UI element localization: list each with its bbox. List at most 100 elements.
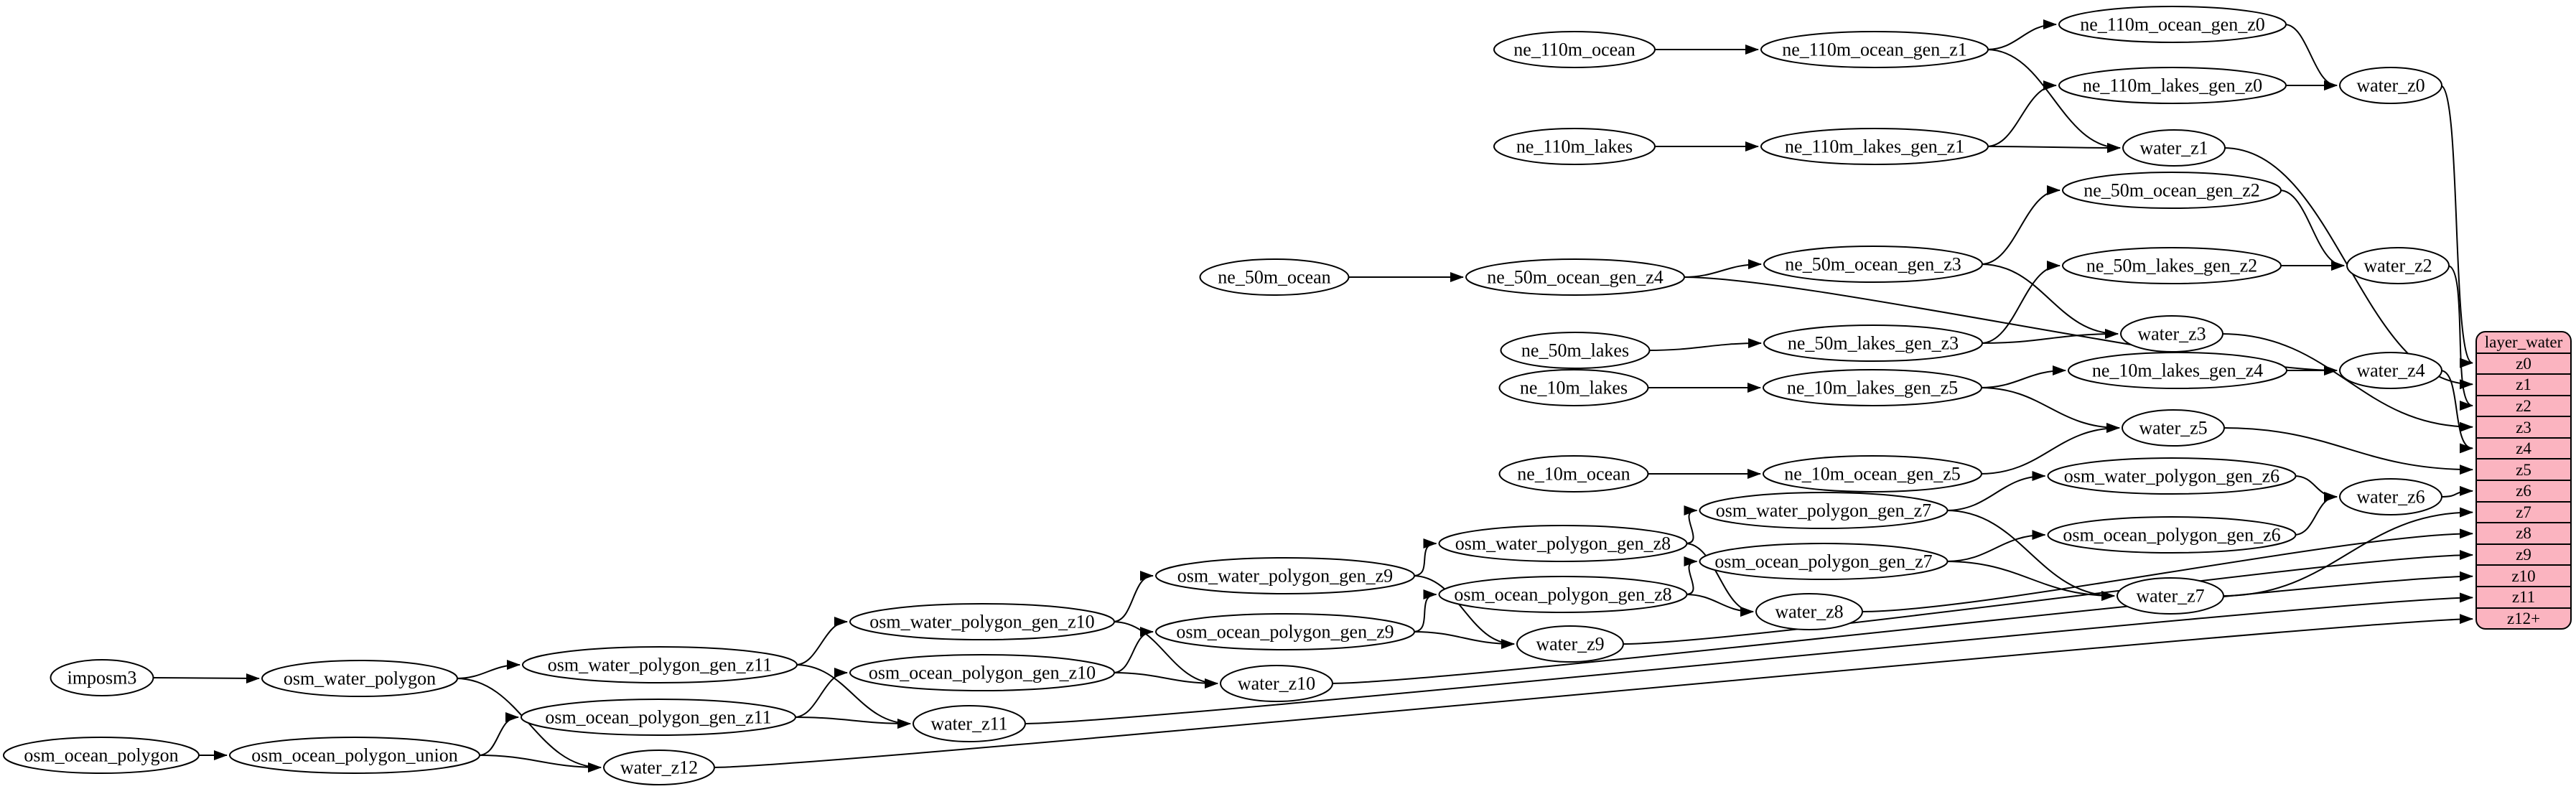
edge-osm_ocean_polygon_gen_z7-to-osm_ocean_polygon_gen_z6 — [1946, 530, 2046, 562]
edge-osm_ocean_polygon_gen_z8-to-osm_ocean_polygon_gen_z7 — [1684, 556, 1698, 595]
node-ellipse-imposm3 — [50, 659, 154, 696]
node-ellipse-ne_110m_ocean_gen_z0 — [2058, 6, 2287, 43]
node-ellipse-osm_ocean_polygon_gen_z8 — [1438, 576, 1688, 613]
node-label-osm_ocean_polygon_union: osm_ocean_polygon_union — [251, 745, 457, 766]
node-label-ne_10m_ocean: ne_10m_ocean — [1517, 464, 1630, 485]
node-label-ne_50m_lakes: ne_50m_lakes — [1521, 340, 1629, 361]
node-label-water_z4: water_z4 — [2356, 360, 2425, 381]
node-ellipse-osm_water_polygon_gen_z11 — [522, 646, 798, 683]
layer-water-table-title: layer_water — [2484, 333, 2563, 352]
edge-osm_water_polygon_gen_z11-to-water_z11 — [795, 664, 911, 729]
layer-water-row-z12-plus: z12+ — [2477, 607, 2570, 628]
node-ellipse-water_z2 — [2346, 247, 2450, 284]
node-ellipse-ne_10m_lakes — [1498, 369, 1649, 406]
edge-ne_110m_ocean_gen_z1-to-ne_110m_ocean_gen_z0 — [1986, 19, 2057, 50]
edge-water_z9-to-layer-water-z9 — [1621, 550, 2473, 645]
node-water_z12: water_z12 — [603, 750, 715, 785]
node-ellipse-water_z1 — [2122, 129, 2226, 167]
edge-osm_water_polygon_gen_z6-to-water_z6 — [2294, 475, 2338, 502]
node-osm_ocean_polygon_gen_z8: osm_ocean_polygon_gen_z8 — [1438, 576, 1688, 613]
node-ne_110m_lakes_gen_z0: ne_110m_lakes_gen_z0 — [2058, 67, 2287, 104]
edge-osm_ocean_polygon_union-to-water_z12 — [477, 755, 602, 772]
edge-water_z11-to-layer-water-z11 — [1023, 592, 2473, 724]
node-osm_water_polygon_gen_z9: osm_water_polygon_gen_z9 — [1155, 557, 1415, 594]
node-osm_water_polygon: osm_water_polygon — [261, 660, 458, 697]
edge-water_z5-to-layer-water-z5 — [2222, 427, 2473, 475]
layer-water-row-z10: z10 — [2477, 564, 2570, 586]
layer-water-row-z11: z11 — [2477, 585, 2570, 607]
node-label-ne_10m_ocean_gen_z5: ne_10m_ocean_gen_z5 — [1784, 464, 1960, 485]
node-ellipse-ne_110m_lakes_gen_z1 — [1760, 128, 1989, 165]
edge-ne_110m_lakes_gen_z1-to-water_z1 — [1986, 142, 2121, 153]
node-ellipse-water_z5 — [2122, 409, 2225, 447]
edge-osm_water_polygon_gen_z7-to-water_z7 — [1946, 510, 2115, 601]
node-ne_10m_lakes_gen_z5: ne_10m_lakes_gen_z5 — [1763, 369, 1982, 406]
edge-osm_ocean_polygon_gen_z11-to-water_z11 — [793, 716, 911, 729]
node-label-osm_ocean_polygon_gen_z11: osm_ocean_polygon_gen_z11 — [545, 707, 771, 728]
edge-ne_50m_lakes_gen_z3-to-ne_50m_lakes_gen_z2 — [1980, 261, 2061, 344]
node-ellipse-ne_50m_lakes_gen_z3 — [1763, 325, 1983, 362]
edge-osm_water_polygon_gen_z9-to-osm_water_polygon_gen_z8 — [1412, 538, 1437, 576]
node-ellipse-osm_ocean_polygon — [3, 737, 200, 774]
node-label-water_z10: water_z10 — [1238, 673, 1315, 694]
node-ellipse-ne_110m_ocean — [1493, 31, 1656, 68]
node-label-water_z8: water_z8 — [1775, 602, 1843, 622]
node-water_z8: water_z8 — [1755, 593, 1863, 630]
edge-osm_water_polygon_gen_z11-to-osm_water_polygon_gen_z10 — [795, 617, 848, 666]
node-osm_ocean_polygon: osm_ocean_polygon — [3, 737, 200, 774]
node-water_z1: water_z1 — [2122, 129, 2226, 167]
node-ellipse-ne_50m_lakes — [1500, 332, 1651, 369]
layer-water-row-z2: z2 — [2477, 394, 2570, 416]
edge-water_z8-to-layer-water-z8 — [1860, 528, 2473, 612]
node-ellipse-osm_water_polygon_gen_z9 — [1155, 557, 1415, 594]
edge-ne_10m_lakes_gen_z5-to-water_z5 — [1979, 387, 2120, 433]
node-ellipse-water_z6 — [2339, 478, 2442, 515]
node-ellipse-ne_50m_lakes_gen_z2 — [2062, 247, 2282, 284]
node-water_z10: water_z10 — [1220, 665, 1333, 702]
node-ellipse-osm_water_polygon_gen_z6 — [2047, 457, 2297, 495]
node-label-water_z6: water_z6 — [2356, 487, 2425, 508]
edge-water_z10-to-layer-water-z10 — [1330, 571, 2473, 684]
node-ellipse-ne_10m_lakes_gen_z4 — [2068, 352, 2287, 389]
node-label-water_z0: water_z0 — [2356, 75, 2425, 96]
edge-osm_water_polygon_gen_z8-to-osm_water_polygon_gen_z7 — [1684, 505, 1698, 544]
edge-osm_water_polygon_gen_z9-to-water_z9 — [1412, 575, 1515, 649]
node-ne_10m_ocean_gen_z5: ne_10m_ocean_gen_z5 — [1763, 455, 1982, 492]
node-label-ne_110m_ocean_gen_z1: ne_110m_ocean_gen_z1 — [1782, 39, 1967, 60]
edge-osm_water_polygon_gen_z10-to-water_z10 — [1112, 621, 1218, 688]
node-label-ne_110m_lakes_gen_z1: ne_110m_lakes_gen_z1 — [1785, 136, 1964, 157]
node-label-ne_10m_lakes_gen_z5: ne_10m_lakes_gen_z5 — [1787, 378, 1958, 398]
node-ellipse-ne_110m_lakes_gen_z0 — [2058, 67, 2287, 104]
node-label-ne_10m_lakes: ne_10m_lakes — [1520, 378, 1628, 398]
edge-water_z7-to-layer-water-z7 — [2221, 507, 2473, 597]
node-ellipse-osm_ocean_polygon_gen_z6 — [2047, 516, 2297, 554]
node-label-water_z5: water_z5 — [2139, 418, 2207, 439]
layer-water-row-z4: z4 — [2477, 436, 2570, 459]
node-label-water_z2: water_z2 — [2363, 256, 2432, 276]
node-osm_ocean_polygon_gen_z11: osm_ocean_polygon_gen_z11 — [521, 699, 796, 736]
graph-nodes: ne_110m_ocean ne_110m_ocean_gen_z1 ne_110m… — [3, 6, 2450, 785]
edge-ne_110m_lakes_gen_z1-to-ne_110m_lakes_gen_z0 — [1986, 80, 2057, 147]
node-osm_water_polygon_gen_z10: osm_water_polygon_gen_z10 — [849, 603, 1115, 640]
node-label-ne_50m_lakes_gen_z2: ne_50m_lakes_gen_z2 — [2086, 256, 2257, 276]
node-water_z9: water_z9 — [1516, 625, 1624, 663]
node-label-osm_water_polygon_gen_z11: osm_water_polygon_gen_z11 — [548, 655, 772, 676]
node-ellipse-ne_10m_ocean_gen_z5 — [1763, 455, 1982, 492]
node-osm_ocean_polygon_gen_z9: osm_ocean_polygon_gen_z9 — [1155, 613, 1415, 650]
node-osm_water_polygon_gen_z7: osm_water_polygon_gen_z7 — [1699, 492, 1949, 529]
node-ellipse-water_z3 — [2120, 315, 2223, 353]
layer-water-row-z1: z1 — [2477, 373, 2570, 395]
node-ellipse-ne_50m_ocean_gen_z3 — [1763, 246, 1983, 283]
node-label-osm_ocean_polygon: osm_ocean_polygon — [24, 745, 178, 766]
node-ne_110m_ocean: ne_110m_ocean — [1493, 31, 1656, 68]
node-ne_110m_lakes_gen_z1: ne_110m_lakes_gen_z1 — [1760, 128, 1989, 165]
node-ne_10m_ocean: ne_10m_ocean — [1498, 455, 1649, 492]
node-ellipse-osm_ocean_polygon_gen_z7 — [1699, 543, 1949, 580]
edge-ne_50m_ocean_gen_z3-to-water_z3 — [1980, 263, 2119, 339]
node-ne_110m_lakes: ne_110m_lakes — [1493, 128, 1656, 165]
node-osm_ocean_polygon_union: osm_ocean_polygon_union — [229, 737, 480, 774]
graph-edges — [151, 19, 2473, 772]
layer-water-row-z9: z9 — [2477, 543, 2570, 565]
edge-water_z12-to-layer-water-z12-plus — [712, 614, 2473, 768]
node-water_z0: water_z0 — [2339, 67, 2442, 104]
